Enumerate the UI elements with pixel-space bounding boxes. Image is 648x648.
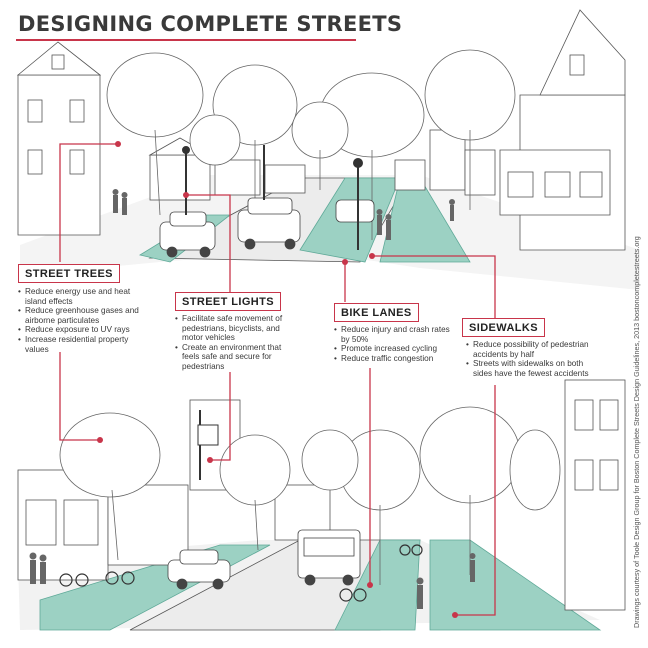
callout-lines xyxy=(59,141,496,618)
top-trees xyxy=(106,49,516,240)
street-trees-leader-down xyxy=(59,352,100,441)
street-trees-leader xyxy=(59,143,118,262)
street-lights-bullets: Facilitate safe movement of pedestrians,… xyxy=(175,314,297,372)
sidewalks-heading: SIDEWALKS xyxy=(462,318,545,337)
page-title: DESIGNING COMPLETE STREETS xyxy=(18,12,403,36)
street-trees-heading: STREET TREES xyxy=(18,264,120,283)
sidewalks-leader-down xyxy=(455,385,496,616)
bike-lanes-bullet: Reduce traffic congestion xyxy=(334,354,452,364)
bottom-pedestrians xyxy=(29,552,476,609)
left-house xyxy=(16,41,102,236)
right-house xyxy=(499,9,626,251)
bottom-right-building xyxy=(564,379,626,611)
sidewalks-bullets: Reduce possibility of pedestrian acciden… xyxy=(466,340,596,378)
sidewalks-bullet: Streets with sidewalks on both sides hav… xyxy=(466,359,596,378)
top-street-scene xyxy=(16,9,640,290)
street-trees-bullet: Reduce exposure to UV rays xyxy=(18,325,148,335)
street-lights-bullet: Facilitate safe movement of pedestrians,… xyxy=(175,314,297,343)
top-street-lights xyxy=(182,145,363,250)
bike-lanes-bullets: Reduce injury and crash rates by 50% Pro… xyxy=(334,325,452,363)
title-underline xyxy=(16,39,356,41)
street-trees-bullet: Increase residential property values xyxy=(18,335,148,354)
bike-lanes-heading: BIKE LANES xyxy=(334,303,419,322)
top-cars xyxy=(159,197,375,258)
sidewalks-leader xyxy=(372,255,496,318)
top-pedestrians xyxy=(112,189,455,240)
street-lights-leader-down xyxy=(210,372,231,461)
street-lights-bullet: Create an environment that feels safe an… xyxy=(175,343,297,372)
bus xyxy=(297,529,361,586)
sidewalks-bullet: Reduce possibility of pedestrian acciden… xyxy=(466,340,596,359)
bottom-car xyxy=(167,549,231,590)
street-trees-bullets: Reduce energy use and heat island effect… xyxy=(18,287,148,354)
street-lights-leader xyxy=(186,194,231,292)
bike-lanes-bullet: Reduce injury and crash rates by 50% xyxy=(334,325,452,344)
bike-lanes-bullet: Promote increased cycling xyxy=(334,344,452,354)
street-lights-heading: STREET LIGHTS xyxy=(175,292,281,311)
bottom-street-scene xyxy=(17,379,626,631)
bottom-cyclists xyxy=(59,544,423,602)
background-buildings xyxy=(148,129,496,201)
bottom-right-bike-lane xyxy=(334,539,421,631)
image-credit: Drawings courtesy of Toole Design Group … xyxy=(632,236,641,628)
bottom-street-light xyxy=(197,410,219,480)
street-trees-bullet: Reduce greenhouse gases and airborne par… xyxy=(18,306,148,325)
street-trees-bullet: Reduce energy use and heat island effect… xyxy=(18,287,148,306)
